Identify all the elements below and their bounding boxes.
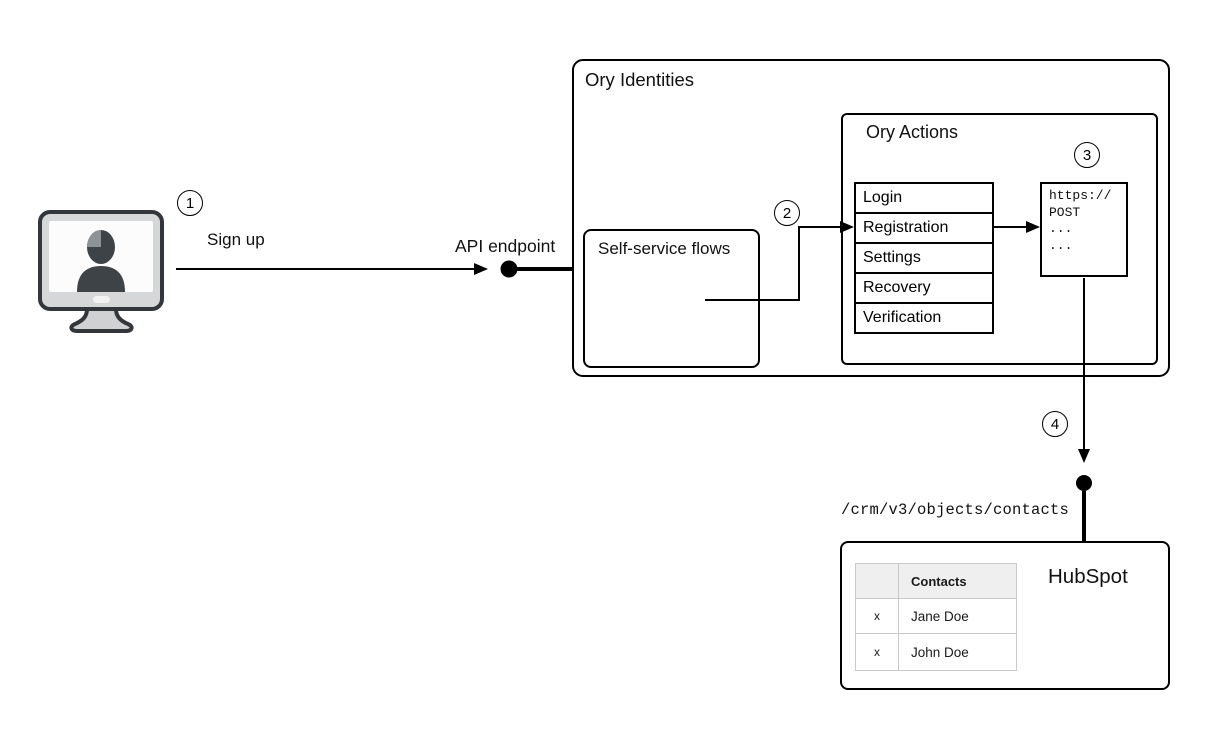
contact-row-john-marker: x (856, 634, 899, 670)
hubspot-endpoint-dot-icon (1076, 475, 1092, 491)
contact-row-jane-name: Jane Doe (911, 608, 969, 624)
webhook-line-ellipsis-1: ... (1049, 221, 1073, 236)
user-silhouette-shoulders (77, 266, 125, 292)
flow-row-settings: Settings (856, 244, 992, 274)
flow-label-verification: Verification (863, 309, 942, 326)
contact-row-jane: x Jane Doe (856, 599, 1016, 634)
flow-label-recovery: Recovery (863, 279, 931, 296)
flow-label-login: Login (863, 189, 903, 206)
step-3-number: 3 (1082, 146, 1092, 164)
step-4-number: 4 (1050, 415, 1060, 433)
contacts-header-label: Contacts (911, 573, 967, 589)
ory-actions-box (841, 113, 1158, 365)
self-service-flows-title: Self-service flows (598, 239, 731, 258)
contacts-header-row: Contacts (856, 564, 1016, 599)
flow-row-login: Login (856, 184, 992, 214)
contact-row-jane-marker: x (856, 599, 899, 633)
user-computer-icon (36, 208, 166, 334)
api-endpoint-dot-icon (500, 260, 518, 278)
step-4-badge: 4 (1042, 411, 1068, 437)
contact-row-john: x John Doe (856, 634, 1016, 670)
hubspot-contacts-table: Contacts x Jane Doe x John Doe (855, 563, 1017, 671)
flow-types-table: Login Registration Settings Recovery Ver… (854, 182, 994, 334)
signup-arrowhead-icon (474, 263, 488, 275)
ory-actions-title: Ory Actions (866, 122, 959, 142)
contact-row-john-name: John Doe (911, 644, 969, 660)
ory-identities-box (572, 59, 1170, 377)
webhook-line-ellipsis-2: ... (1049, 237, 1073, 253)
flow-row-registration: Registration (856, 214, 992, 244)
step-3-badge: 3 (1074, 142, 1100, 168)
webhook-request-box: https:// POST ... ... (1040, 182, 1128, 277)
hubspot-arrowhead-icon (1078, 449, 1090, 463)
ory-identities-title: Ory Identities (585, 69, 694, 90)
step-2-number: 2 (782, 204, 792, 222)
sign-up-label: Sign up (207, 230, 265, 249)
flow-row-recovery: Recovery (856, 274, 992, 304)
contacts-header-empty-cell (856, 564, 899, 598)
flow-label-registration: Registration (863, 219, 949, 236)
flow-row-verification: Verification (856, 304, 992, 332)
monitor-stand (69, 307, 134, 333)
api-endpoint-label: API endpoint (455, 236, 556, 256)
crm-endpoint-path-label: /crm/v3/objects/contacts (841, 501, 1070, 519)
step-2-badge: 2 (774, 200, 800, 226)
hubspot-title: HubSpot (1048, 565, 1128, 588)
step-1-badge: 1 (177, 190, 203, 216)
flow-label-settings: Settings (863, 249, 921, 266)
webhook-line-url: https:// (1049, 188, 1112, 203)
step-1-number: 1 (185, 194, 195, 212)
webhook-line-method: POST (1049, 204, 1081, 220)
